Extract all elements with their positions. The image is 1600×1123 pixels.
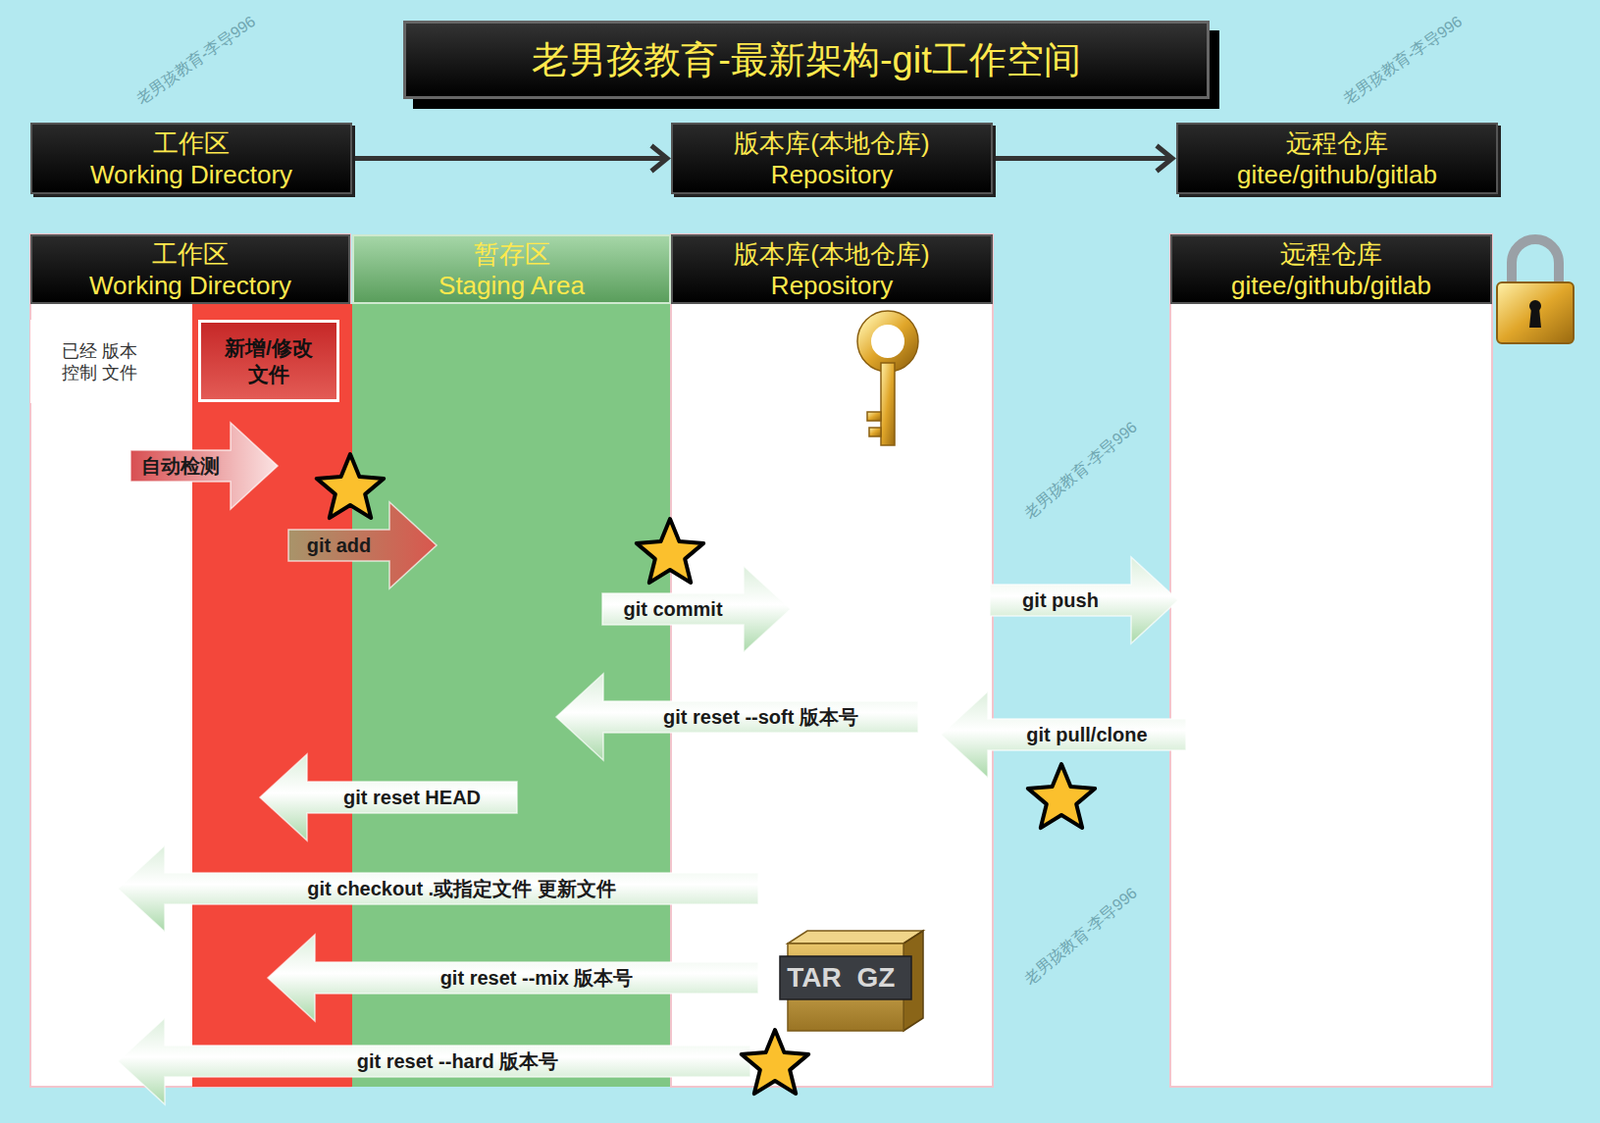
- node-text: gitee/github/gitlab: [1231, 269, 1432, 302]
- fat-arrow: [288, 502, 437, 589]
- tar-gz-icon: [779, 930, 924, 1032]
- command-label: git reset HEAD: [343, 785, 481, 810]
- star: [1028, 764, 1095, 828]
- fat-arrow: [117, 1018, 751, 1105]
- fat-arrow: [267, 934, 759, 1022]
- file-state-box: 已经 版本控制 文件: [30, 319, 169, 404]
- flow-arrow: [994, 146, 1173, 172]
- archive-label: GZ: [857, 962, 896, 994]
- command-arrow: [130, 422, 278, 510]
- lock-icon: [1496, 239, 1574, 344]
- column-header: 远程仓库gitee/github/gitlab: [1170, 234, 1493, 305]
- arrow-head: [651, 146, 668, 172]
- column-header: 版本库(本地仓库)Repository: [670, 234, 993, 305]
- star: [316, 454, 384, 518]
- command-arrow: [989, 557, 1179, 644]
- node-text: gitee/github/gitlab: [1237, 158, 1438, 191]
- title-text: 老男孩教育-最新架构-git工作空间: [531, 35, 1081, 86]
- fat-arrow: [602, 566, 791, 653]
- staging-column: [352, 234, 671, 1087]
- command-label: git pull/clone: [1026, 722, 1147, 747]
- node-text: Repository: [771, 269, 893, 302]
- node-text: 远程仓库: [1280, 238, 1383, 270]
- node-text: 已经 版本控制 文件: [59, 340, 140, 384]
- node-text: 工作区: [153, 127, 230, 159]
- watermark: 老男孩教育-李导996: [1339, 11, 1467, 110]
- command-label: git reset --hard 版本号: [357, 1049, 560, 1074]
- command-arrow: [288, 502, 437, 589]
- repository-column: [670, 234, 993, 1087]
- fat-arrow: [989, 557, 1179, 644]
- arrow-line: [994, 155, 1173, 161]
- title-box: 老男孩教育-最新架构-git工作空间: [403, 20, 1210, 100]
- node-text: 版本库(本地仓库): [733, 127, 930, 159]
- command-arrow: [117, 1018, 751, 1105]
- command-label: 自动检测: [141, 454, 220, 478]
- node-text: 暂存区: [473, 238, 551, 270]
- fat-arrow: [259, 754, 517, 841]
- area-box: 工作区Working Directory: [30, 122, 353, 195]
- file-state-box: 新增/修改 文件: [198, 319, 340, 403]
- flow-arrow: [354, 146, 668, 172]
- star: [741, 1030, 809, 1094]
- command-label: git commit: [622, 597, 723, 621]
- remote-column: [1170, 234, 1493, 1087]
- command-label: git push: [1022, 588, 1099, 613]
- column-header: 暂存区Staging Area: [352, 234, 671, 305]
- area-box: 远程仓库gitee/github/gitlab: [1176, 122, 1498, 195]
- area-column: 版本库(本地仓库)Repository: [670, 234, 993, 1087]
- node-text: Working Directory: [90, 158, 293, 191]
- command-label: git reset --soft 版本号: [663, 705, 859, 729]
- archive-label: TAR: [786, 962, 841, 994]
- node-text: Working Directory: [89, 269, 292, 302]
- node-text: 版本库(本地仓库): [733, 238, 930, 270]
- watermark: 老男孩教育-李导996: [1020, 417, 1142, 525]
- node-text: 工作区: [152, 238, 229, 270]
- area-box: 版本库(本地仓库)Repository: [670, 122, 993, 195]
- command-label: git reset --mix 版本号: [440, 966, 634, 990]
- command-arrow: [259, 754, 517, 841]
- watermark: 老男孩教育-李导996: [132, 11, 260, 110]
- command-arrow: [117, 845, 759, 932]
- fat-arrow: [556, 673, 919, 761]
- fat-arrow: [130, 422, 278, 510]
- command-label: git add: [307, 533, 372, 558]
- node-text: Repository: [771, 158, 893, 191]
- column-header: 工作区Working Directory: [30, 234, 351, 305]
- command-arrow: [267, 934, 759, 1022]
- command-arrow: [602, 566, 791, 653]
- command-arrow: [556, 673, 919, 761]
- star: [636, 518, 704, 583]
- key-icon: [857, 310, 919, 446]
- node-text: Staging Area: [438, 269, 585, 302]
- arrow-line: [354, 155, 668, 161]
- node-text: 新增/修改 文件: [214, 334, 323, 388]
- area-column: 远程仓库gitee/github/gitlab: [1170, 234, 1493, 1087]
- area-column: 暂存区Staging Area: [352, 234, 671, 1087]
- watermark: 老男孩教育-李导996: [1020, 883, 1142, 991]
- node-text: 远程仓库: [1286, 127, 1389, 159]
- fat-arrow: [117, 845, 759, 932]
- arrow-head: [1156, 146, 1173, 172]
- command-label: git checkout .或指定文件 更新文件: [307, 877, 616, 901]
- area-column: 工作区Working Directory 已经 版本控制 文件 新增/修改 文件: [30, 234, 351, 1087]
